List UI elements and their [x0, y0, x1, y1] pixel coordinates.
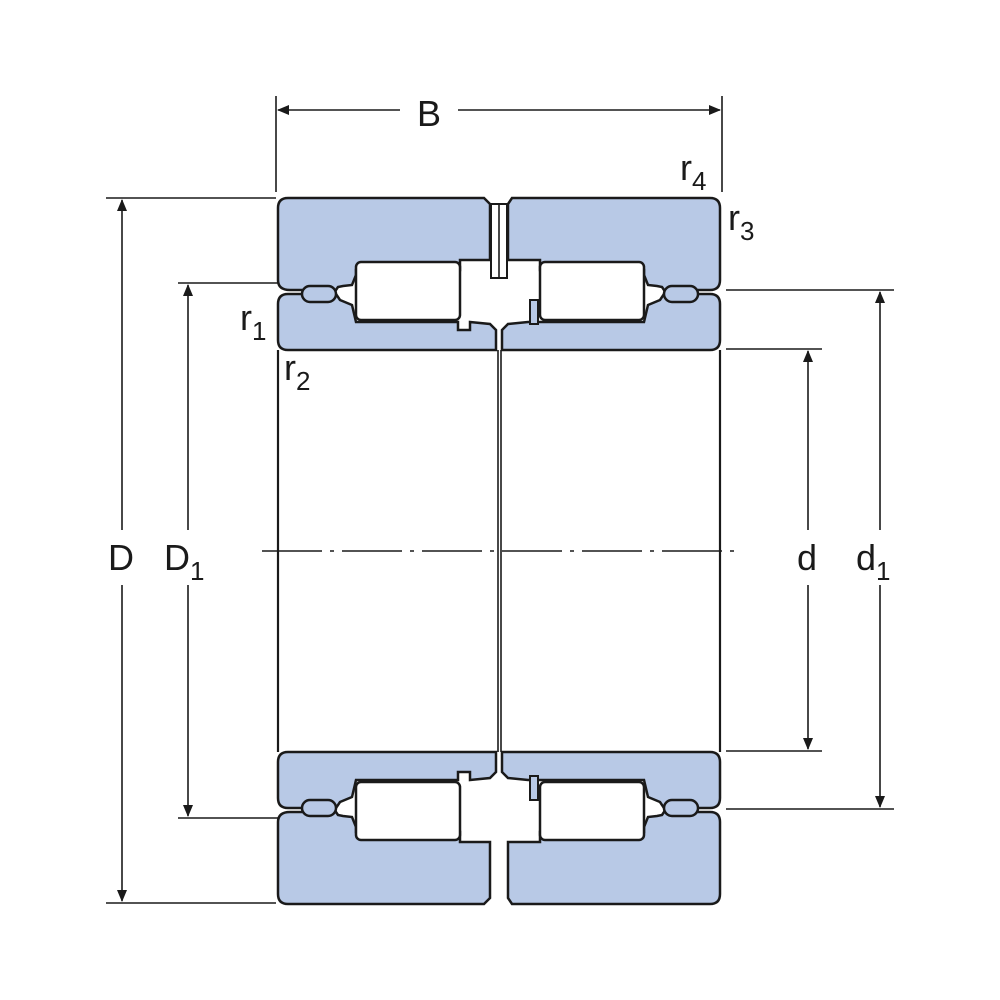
bottom-section [276, 750, 722, 906]
roller-top-left [354, 260, 462, 322]
seal-bottom-right [662, 798, 700, 818]
label-d1: d1 [856, 537, 891, 586]
dimension-lines [117, 105, 885, 902]
extension-lines [106, 96, 894, 904]
top-section [276, 196, 722, 352]
label-r4: r4 [680, 147, 706, 196]
retaining-ring-bottom [529, 775, 539, 801]
label-r3: r3 [728, 197, 754, 246]
inner-ring-left-top [276, 292, 498, 352]
inner-ring-right-bottom [500, 750, 722, 810]
roller-bottom-right [538, 780, 646, 842]
label-D: D [108, 537, 134, 578]
label-D1: D1 [164, 537, 204, 586]
label-d: d [797, 537, 817, 578]
roller-top-right [538, 260, 646, 322]
seal-bottom-left [300, 798, 338, 818]
seal-top-right [662, 284, 700, 304]
seal-top-left [300, 284, 338, 304]
roller-bottom-left [354, 780, 462, 842]
dimension-labels: B D D1 d d1 r1 r2 r3 r4 [108, 93, 891, 586]
inner-ring-left-bottom [276, 750, 498, 810]
label-r2: r2 [284, 347, 310, 396]
inner-ring-right-top [500, 292, 722, 352]
retaining-ring-top [529, 299, 539, 325]
label-B: B [417, 93, 441, 134]
label-r1: r1 [240, 297, 266, 346]
